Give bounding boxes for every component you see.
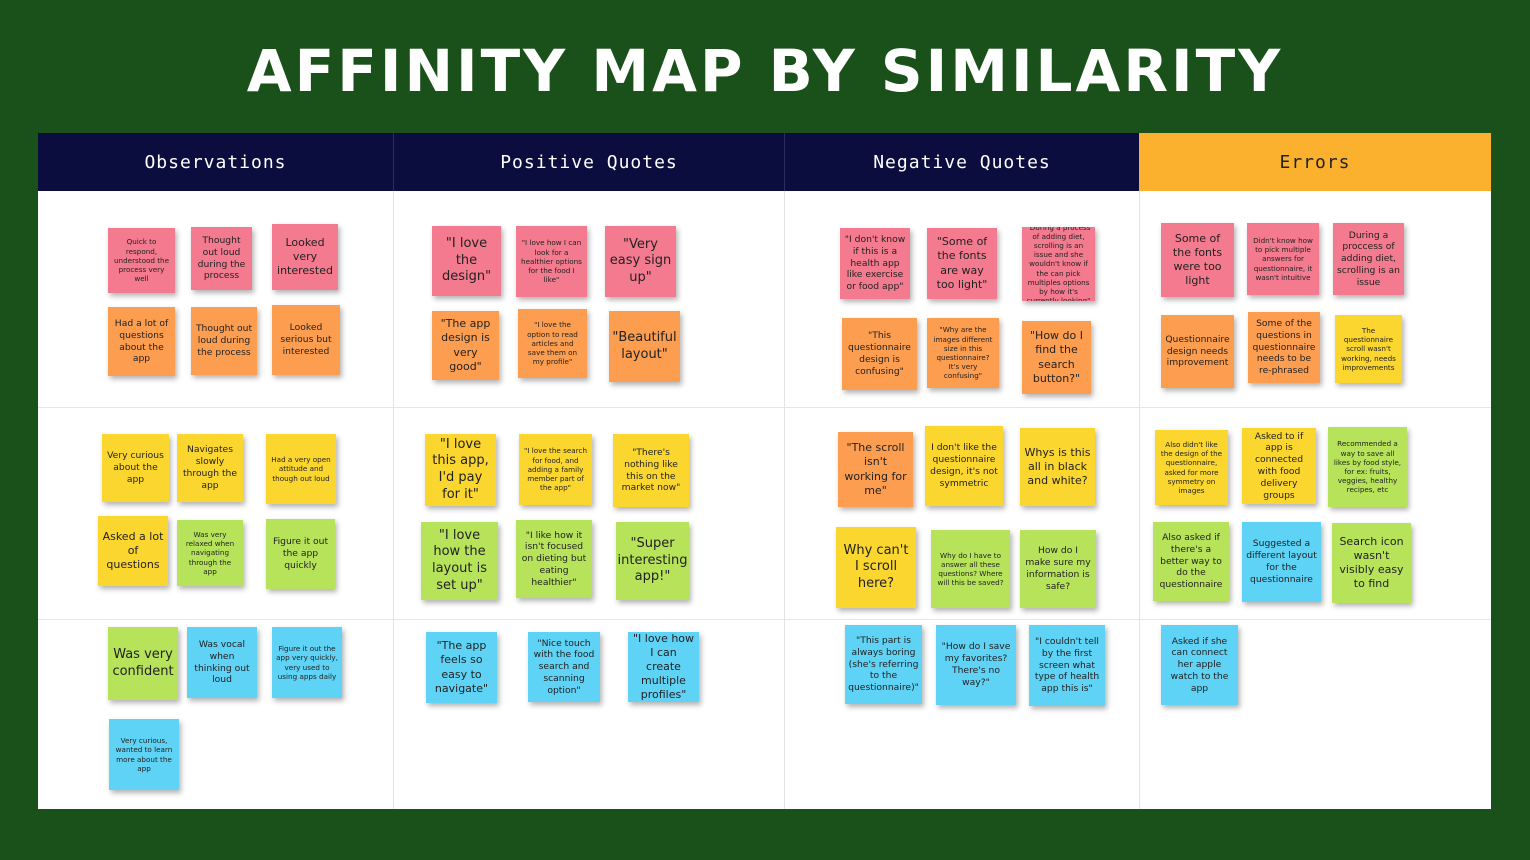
sticky-note[interactable]: "Beautiful layout" [609,311,680,382]
sticky-note[interactable]: Didn't know how to pick multiple answers… [1247,223,1319,295]
sticky-note[interactable]: Also asked if there's a better way to do… [1153,522,1229,601]
sticky-note[interactable]: Whys is this all in black and white? [1020,428,1095,506]
sticky-note[interactable]: "I love the search for food, and adding … [519,434,592,505]
sticky-note[interactable]: Thought out loud during the process [191,227,252,290]
sticky-note[interactable]: "I love how I can look for a healthier o… [516,226,587,297]
sticky-note[interactable]: "Nice touch with the food search and sca… [528,632,600,702]
row-divider [38,407,1491,408]
sticky-note[interactable]: Search icon wasn't visibly easy to find [1332,523,1411,603]
sticky-note[interactable]: Some of the questions in questionnaire n… [1248,312,1320,383]
column-header-observations: Observations [38,133,393,191]
sticky-note[interactable]: How do I make sure my information is saf… [1020,530,1096,608]
sticky-note[interactable]: "The app feels so easy to navigate" [426,632,497,703]
column-divider [1139,191,1140,809]
sticky-note[interactable]: "I couldn't tell by the first screen wha… [1029,625,1105,706]
sticky-note[interactable]: Navigates slowly through the app [177,434,243,502]
column-header-positive-quotes: Positive Quotes [393,133,784,191]
sticky-note[interactable]: "Super interesting app!" [616,522,689,600]
sticky-note[interactable]: Looked serious but interested [272,305,340,375]
sticky-note[interactable]: "I love how the layout is set up" [421,522,498,600]
sticky-note[interactable]: "There's nothing like this on the market… [613,434,689,507]
sticky-note[interactable]: Why can't I scroll here? [836,527,916,608]
sticky-note[interactable]: Asked a lot of questions [98,516,168,586]
sticky-note[interactable]: "How do I save my favorites? There's no … [936,625,1016,705]
sticky-note[interactable]: Figure it out the app quickly [266,519,335,589]
sticky-note[interactable]: Asked to if app is connected with food d… [1242,428,1316,504]
sticky-note[interactable]: "I love the option to read articles and … [518,309,587,378]
sticky-note[interactable]: Very curious, wanted to learn more about… [109,719,179,790]
sticky-note[interactable]: "Why are the images different size in th… [927,318,999,388]
sticky-note[interactable]: Some of the fonts were too light [1161,223,1234,297]
sticky-note[interactable]: "This questionnaire design is confusing" [842,318,917,390]
sticky-note[interactable]: Had a lot of questions about the app [108,307,175,376]
column-header-errors: Errors [1139,133,1491,191]
sticky-note[interactable]: "I like how it isn't focused on dieting … [516,520,592,598]
sticky-note[interactable]: Recommended a way to save all likes by f… [1328,427,1407,507]
sticky-note[interactable]: Was very relaxed when navigating through… [177,520,243,586]
sticky-note[interactable]: During a proccess of adding diet, scroll… [1333,223,1404,295]
sticky-note[interactable]: "During a process of adding diet, scroll… [1022,227,1095,301]
sticky-note[interactable]: Was very confident [108,627,178,700]
sticky-note[interactable]: The questionnaire scroll wasn't working,… [1335,315,1402,383]
sticky-note[interactable]: Thought out loud during the process [191,307,257,375]
sticky-note[interactable]: Quick to respond, understood the process… [108,228,175,293]
sticky-note[interactable]: "The app design is very good" [432,311,499,380]
sticky-note[interactable]: "This part is always boring (she's refer… [845,625,922,704]
sticky-note[interactable]: "I love how I can create multiple profil… [628,632,699,702]
sticky-note[interactable]: "The scroll isn't working for me" [838,432,913,507]
sticky-note[interactable]: "I love this app, I'd pay for it" [425,434,496,506]
sticky-note[interactable]: I don't like the questionnaire design, i… [925,426,1003,506]
sticky-note[interactable]: "I don't know if this is a health app li… [840,228,910,299]
sticky-note[interactable]: Why do I have to answer all these questi… [931,530,1010,608]
sticky-note[interactable]: Had a very open attitude and though out … [266,434,336,504]
sticky-note[interactable]: Was vocal when thinking out loud [187,627,257,698]
sticky-note[interactable]: "Some of the fonts are way too light" [927,228,997,299]
sticky-note[interactable]: Suggested a different layout for the que… [1242,522,1321,602]
sticky-note[interactable]: "I love the design" [432,226,501,296]
sticky-note[interactable]: Very curious about the app [102,434,169,502]
sticky-note[interactable]: "How do I find the search button?" [1022,321,1091,394]
sticky-note[interactable]: Asked if she can connect her apple watch… [1161,625,1238,705]
column-divider [393,191,394,809]
sticky-note[interactable]: Questionnaire design needs improvement [1161,315,1234,388]
sticky-note[interactable]: Figure it out the app very quickly, very… [272,627,342,698]
sticky-note[interactable]: "Very easy sign up" [605,226,676,297]
sticky-note[interactable]: Looked very interested [272,224,338,290]
sticky-note[interactable]: Also didn't like the design of the quest… [1155,430,1228,505]
column-header-negative-quotes: Negative Quotes [784,133,1139,191]
page-title: AFFINITY MAP BY SIMILARITY [246,37,1284,105]
column-divider [784,191,785,809]
row-divider [38,619,1491,620]
